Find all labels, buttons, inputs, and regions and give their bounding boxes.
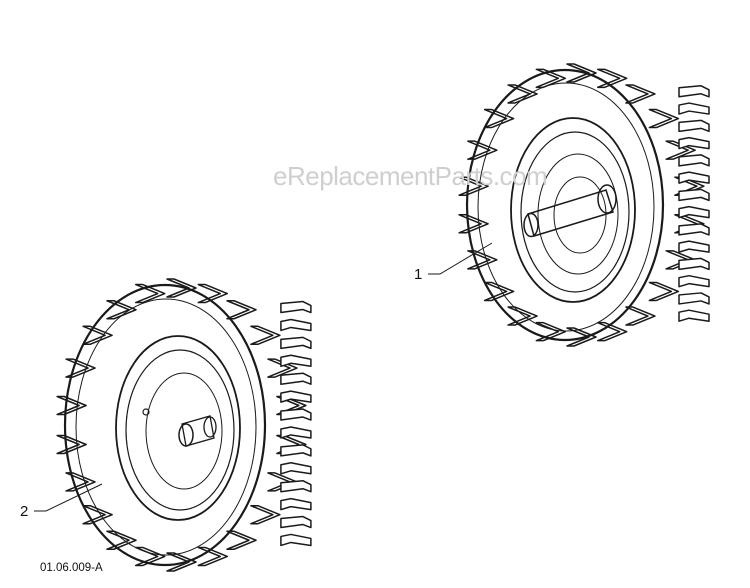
- tread-lug: [678, 136, 710, 150]
- tread-lug: [458, 214, 489, 234]
- tread-lug: [280, 515, 312, 529]
- wheel-2-tread-lugs: [56, 278, 312, 572]
- tread-lug: [280, 479, 312, 493]
- callout-2[interactable]: 2: [20, 483, 103, 520]
- wheel-1[interactable]: [458, 63, 710, 347]
- tread-lug: [226, 530, 257, 551]
- tread-lug: [678, 240, 710, 253]
- callout-2-leader-line: [34, 483, 103, 512]
- tread-lug: [226, 299, 257, 320]
- tread-lug: [467, 140, 498, 160]
- tread-lug: [280, 444, 312, 457]
- tread-lug: [596, 68, 628, 89]
- tread-lug: [280, 408, 312, 421]
- tread-lug: [678, 292, 710, 305]
- tread-lug: [280, 372, 312, 385]
- tread-lug: [648, 108, 680, 129]
- tread-lug: [678, 154, 710, 167]
- tread-lug: [65, 358, 96, 378]
- tread-lug: [678, 309, 710, 322]
- tread-lug: [134, 283, 166, 304]
- tread-lug: [678, 119, 710, 133]
- tread-lug: [280, 533, 312, 547]
- tread-lug: [678, 223, 710, 236]
- tread-lug: [467, 250, 498, 270]
- tread-lug: [82, 325, 113, 346]
- wheel-2-tire: [56, 278, 312, 572]
- callout-1-leader-line: [428, 242, 493, 275]
- wheel-2[interactable]: [56, 278, 312, 572]
- tread-lug: [197, 546, 229, 567]
- tread-lug: [56, 395, 87, 416]
- tread-lug: [535, 321, 567, 342]
- callout-1[interactable]: 1: [414, 242, 493, 283]
- wheel-2-hub: [178, 415, 217, 447]
- watermark: eReplacementParts.com: [273, 161, 547, 191]
- tread-lug: [483, 281, 515, 302]
- callout-2-number: 2: [20, 503, 28, 520]
- wheel-1-rim: [510, 117, 636, 303]
- wheel-2-rim: [115, 335, 241, 521]
- figure-code: 01.06.009-A: [40, 562, 103, 574]
- tread-lug: [106, 530, 137, 551]
- wheel-1-tread-lugs: [458, 63, 710, 347]
- tread-lug: [678, 188, 710, 202]
- tread-lug: [280, 390, 312, 403]
- tread-lug: [507, 306, 538, 326]
- tread-lug: [678, 171, 710, 184]
- tread-lug: [280, 497, 312, 511]
- tread-lug: [134, 546, 166, 567]
- tread-lug: [625, 84, 656, 104]
- tread-lug: [280, 426, 312, 439]
- tread-lug: [250, 504, 281, 525]
- tread-lug: [483, 108, 515, 129]
- tread-lug: [56, 434, 87, 455]
- wheel-1-tire: [458, 63, 710, 347]
- wheel-1-axle-shaft: [523, 184, 617, 238]
- tread-lug: [678, 257, 710, 271]
- tread-lug: [596, 321, 628, 342]
- tread-lug: [625, 306, 656, 326]
- tread-lug: [280, 300, 312, 314]
- tread-lug: [280, 318, 312, 332]
- tread-lug: [648, 281, 680, 302]
- tread-lug: [280, 336, 312, 350]
- tread-lug: [678, 85, 710, 98]
- tread-lug: [197, 283, 229, 304]
- tread-lug: [280, 462, 312, 475]
- callout-1-number: 1: [414, 266, 422, 283]
- tread-lug: [250, 325, 281, 346]
- tread-lug: [280, 354, 312, 368]
- tread-lug: [458, 176, 489, 196]
- tread-lug: [678, 205, 710, 219]
- tread-lug: [678, 274, 710, 288]
- tread-lug: [678, 102, 710, 115]
- tread-lug: [65, 472, 96, 492]
- tread-lug: [507, 84, 538, 104]
